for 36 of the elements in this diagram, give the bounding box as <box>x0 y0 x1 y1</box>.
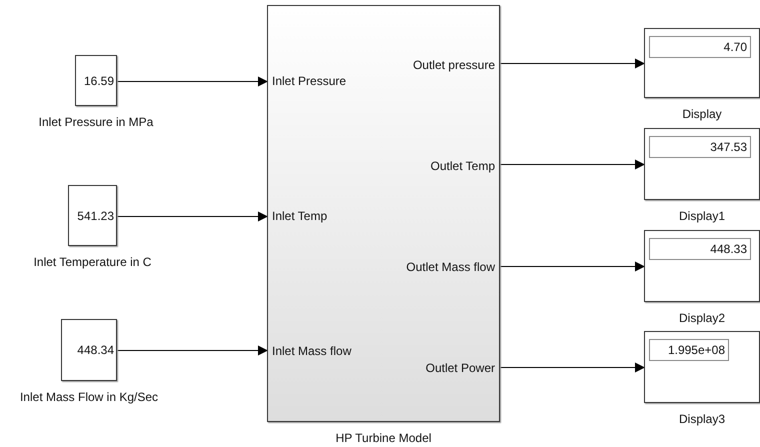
display-block <box>644 128 760 200</box>
block-caption: Inlet Pressure in MPa <box>38 115 154 129</box>
signal-arrow <box>116 212 268 222</box>
signal-arrow <box>500 58 645 68</box>
constant-block <box>61 319 117 381</box>
constant-value: 541.23 <box>77 208 114 222</box>
block-caption: Display <box>682 107 722 121</box>
output-port-label: Outlet Power <box>426 361 495 375</box>
output-port-label: Outlet Mass flow <box>406 260 495 274</box>
display-block <box>644 28 760 98</box>
block-caption: Display3 <box>678 412 726 426</box>
block-caption: Inlet Mass Flow in Kg/Sec <box>20 390 158 404</box>
constant-block <box>68 185 117 246</box>
output-port-label: Outlet pressure <box>412 58 495 72</box>
display-block <box>644 230 760 302</box>
value-readout: 448.33 <box>649 238 751 260</box>
input-port-label: Inlet Mass flow <box>272 344 352 358</box>
value-readout: 1.995e+08 <box>649 339 729 361</box>
constant-value: 16.59 <box>84 74 114 88</box>
constant-block <box>75 55 117 106</box>
signal-arrow <box>500 362 645 372</box>
display-block <box>644 331 760 403</box>
signal-arrow <box>116 76 268 86</box>
block-caption: Inlet Temperature in C <box>34 255 152 269</box>
block-caption: Display1 <box>678 209 726 223</box>
signal-arrow <box>116 346 268 356</box>
output-port-label: Outlet Temp <box>430 159 495 173</box>
signal-arrow <box>500 160 645 170</box>
input-port-label: Inlet Pressure <box>272 74 346 88</box>
signal-arrow <box>500 262 645 272</box>
value-readout: 347.53 <box>649 136 751 158</box>
value-readout: 4.70 <box>649 36 751 58</box>
constant-value: 448.34 <box>77 343 114 357</box>
block-name: HP Turbine Model <box>336 431 432 445</box>
block-caption: Display2 <box>678 311 726 325</box>
input-port-label: Inlet Temp <box>272 209 328 223</box>
